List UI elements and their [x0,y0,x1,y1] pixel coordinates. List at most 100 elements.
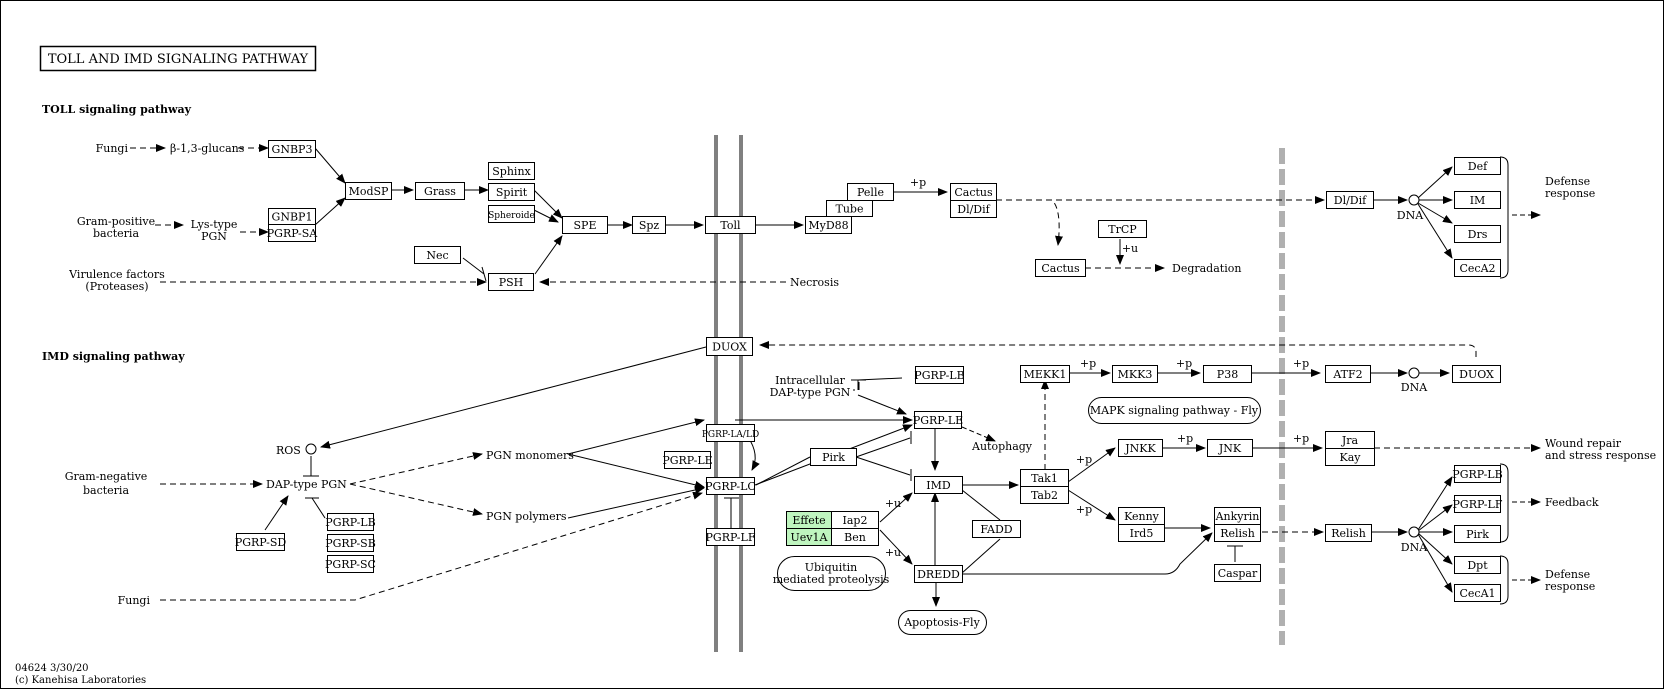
gene-box[interactable] [1214,524,1261,542]
gene-imd[interactable]: IMD [914,476,963,494]
gene-dldif2[interactable]: Dl/Dif [1326,191,1374,209]
compound-label[interactable]: PGN [201,230,227,243]
compound-label[interactable]: PGN polymers [486,510,567,523]
gene-def[interactable]: Def [1454,157,1501,175]
compound-label[interactable]: DNA [1401,541,1428,554]
gene-box[interactable] [488,183,535,201]
gene-box[interactable] [847,183,894,201]
pathway-map-link[interactable]: Apoptosis-Fly [898,610,987,635]
gene-box[interactable] [1118,439,1163,457]
gene-box[interactable] [1454,259,1501,277]
compound-label[interactable]: Degradation [1172,262,1241,275]
gene-box[interactable] [1214,564,1261,582]
gene-cactus2[interactable]: Cactus [1035,259,1086,277]
gene-gnbp3[interactable]: GNBP3 [268,140,316,158]
gene-box[interactable] [488,162,535,180]
gene-box[interactable] [415,182,465,200]
gene-pgrplaldb[interactable]: PGRP-LA/LD [702,424,759,442]
compound-label[interactable]: Feedback [1545,496,1599,509]
gene-ben[interactable]: Ben [831,528,879,546]
gene-box[interactable] [1020,365,1070,383]
gene-box[interactable] [1325,524,1372,542]
compound-label[interactable]: Defense [1545,568,1590,581]
gene-spe[interactable]: SPE [562,216,608,234]
gene-box[interactable] [914,476,963,494]
gene-p38[interactable]: P38 [1203,365,1252,383]
gene-box[interactable] [327,534,374,552]
gene-pgrple1[interactable]: PGRP-LE [913,411,963,429]
gene-box[interactable] [706,528,755,546]
gene-box[interactable] [1325,448,1375,466]
gene-box[interactable] [831,528,879,546]
gene-pgrplb1[interactable]: PGRP-LB [914,366,965,384]
gene-box[interactable] [1203,365,1252,383]
gene-box[interactable] [1454,525,1501,543]
compound-label[interactable]: Gram-positive [77,215,155,228]
compound-label[interactable]: bacteria [93,227,139,240]
gene-pgrpsb[interactable]: PGRP-SB [325,534,376,552]
gene-jnkk[interactable]: JNKK [1118,439,1163,457]
gene-dredd[interactable]: DREDD [914,565,963,583]
gene-box[interactable] [345,182,392,200]
compound-label[interactable]: Defense [1545,175,1590,188]
gene-grass[interactable]: Grass [415,182,465,200]
gene-mkk3[interactable]: MKK3 [1112,365,1158,383]
gene-box[interactable] [706,337,753,356]
compound-label[interactable]: and stress response [1545,449,1656,462]
gene-dpt[interactable]: Dpt [1454,556,1501,574]
gene-nec[interactable]: Nec [414,246,461,264]
gene-pirk1[interactable]: Pirk [810,448,857,466]
gene-relish1[interactable]: Relish [1214,524,1261,542]
gene-box[interactable] [1454,556,1501,574]
gene-box[interactable] [562,216,608,234]
gene-box[interactable] [950,200,997,218]
gene-spirit[interactable]: Spirit [488,183,535,201]
gene-spheroide[interactable]: Spheroide [488,205,535,223]
gene-box[interactable] [414,246,461,264]
gene-dldif1[interactable]: Dl/Dif [950,200,997,218]
gene-box[interactable] [268,224,316,242]
gene-ankyrin[interactable]: Ankyrin [1214,507,1261,525]
gene-box[interactable] [327,555,374,573]
compound-label[interactable]: Autophagy [971,440,1033,453]
compound-label[interactable]: PGN monomers [486,449,574,462]
gene-box[interactable] [327,513,374,531]
gene-pgrpsa[interactable]: PGRP-SA [267,224,319,242]
gene-modsp[interactable]: ModSP [345,182,392,200]
gene-box[interactable] [1454,191,1501,209]
gene-box[interactable] [810,448,857,466]
gene-box[interactable] [1020,486,1069,504]
gene-pgrplf1[interactable]: PGRP-LF [706,528,756,546]
gene-box[interactable] [1118,524,1165,542]
gene-cactus1[interactable]: Cactus [950,183,997,201]
gene-gnbp1[interactable]: GNBP1 [268,208,316,225]
compound-label[interactable]: β-1,3-glucans [170,142,245,155]
gene-box[interactable] [1454,465,1501,483]
gene-spz[interactable]: Spz [632,216,666,234]
gene-duox2[interactable]: DUOX [1452,365,1501,383]
gene-im[interactable]: IM [1454,191,1501,209]
gene-trcp[interactable]: TrCP [1098,220,1147,238]
gene-box[interactable] [972,520,1021,538]
gene-atf2[interactable]: ATF2 [1325,365,1371,383]
compound-label[interactable]: Necrosis [790,276,839,289]
gene-box[interactable] [1098,220,1147,238]
gene-pgrplf2[interactable]: PGRP-LF [1453,495,1503,513]
compound-label[interactable]: Wound repair [1545,437,1622,450]
gene-box[interactable] [1454,225,1501,243]
gene-caspar[interactable]: Caspar [1214,564,1261,582]
gene-box[interactable] [1452,365,1501,383]
gene-pgrple2[interactable]: PGRP-LE [662,451,713,469]
gene-pgrpsd[interactable]: PGRP-SD [235,533,287,551]
compound-label[interactable]: Virulence factors [68,268,165,281]
gene-box[interactable] [705,216,756,234]
gene-fadd[interactable]: FADD [972,520,1021,538]
gene-kay[interactable]: Kay [1325,448,1375,466]
gene-box[interactable] [1454,157,1501,175]
gene-jnk[interactable]: JNK [1207,439,1253,457]
gene-pgrplb2[interactable]: PGRP-LB [1452,465,1503,483]
gene-pgrplb3[interactable]: PGRP-LB [325,513,376,531]
compound-label[interactable]: response [1545,187,1595,200]
gene-myd88[interactable]: MyD88 [805,216,852,234]
compound-label[interactable]: Fungi [118,594,151,607]
